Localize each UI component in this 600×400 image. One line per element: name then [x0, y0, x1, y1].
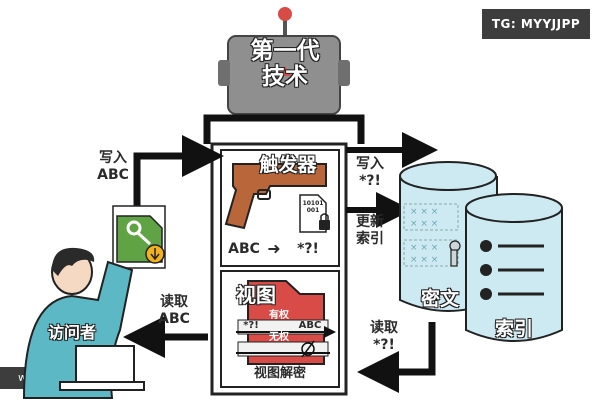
left-read-line2: ABC: [158, 311, 190, 327]
database-index-icon: [465, 193, 563, 342]
gun-icon: [224, 163, 327, 230]
robot-title-line1: 第一代: [250, 38, 320, 64]
db-index-label: 索引: [494, 318, 533, 340]
visitor-label: 访问者: [47, 323, 96, 342]
trigger-binary: 10101001: [302, 200, 324, 214]
visitor-person-icon: [22, 247, 145, 399]
view-tag-icon: [236, 280, 336, 365]
left-write-line2: ABC: [97, 167, 129, 183]
view-tag-top: *?!: [243, 320, 259, 331]
right-write-line1: 写入: [356, 156, 384, 172]
robot-title-line2: 技术: [262, 64, 308, 90]
key-card-icon: [112, 205, 166, 269]
svg-text:× × ×: × × ×: [410, 243, 438, 253]
right-read-line1: 读取: [370, 320, 398, 336]
robot-icon: [218, 7, 350, 115]
arrow-read-db: [357, 322, 436, 393]
view-title: 视图: [236, 283, 276, 307]
svg-text:× × ×: × × ×: [410, 255, 438, 265]
trigger-encrypt-label: 加密: [275, 213, 295, 224]
db-cipher-label: 密文: [420, 288, 459, 310]
right-update-label: 更新 索引: [350, 214, 390, 248]
right-read-label: 读取 *?!: [364, 320, 404, 354]
trigger-title: 触发器: [259, 154, 317, 176]
view-tag-right: ABC: [298, 320, 322, 331]
binary-document-icon: [299, 194, 330, 233]
left-write-label: 写入 ABC: [93, 150, 133, 184]
right-write-line2: *?!: [359, 173, 381, 189]
trigger-formula-right: *?!: [297, 241, 319, 257]
left-write-line1: 写入: [99, 150, 127, 166]
robot-title: 第一代 技术: [240, 38, 330, 90]
svg-text:× × ×: × × ×: [410, 207, 438, 217]
trigger-formula-left: ABC: [228, 241, 260, 257]
view-no-perm: 无权: [269, 332, 289, 343]
trigger-arrow-icon: ➜: [267, 239, 281, 258]
svg-text:× × ×: × × ×: [410, 219, 438, 229]
view-has-perm: 有权: [269, 310, 289, 321]
right-update-line1: 更新: [356, 214, 384, 230]
left-read-label: 读取 ABC: [152, 294, 196, 328]
arrow-write-in: [133, 135, 224, 218]
watermark-tg: TG: MYYJJPP: [482, 9, 590, 39]
right-read-line2: *?!: [373, 337, 395, 353]
right-update-line2: 索引: [356, 231, 384, 247]
robot-bracket: [203, 114, 365, 144]
view-caption: 视图解密: [253, 366, 306, 381]
right-write-label: 写入 *?!: [350, 156, 390, 190]
left-read-line1: 读取: [160, 294, 188, 310]
